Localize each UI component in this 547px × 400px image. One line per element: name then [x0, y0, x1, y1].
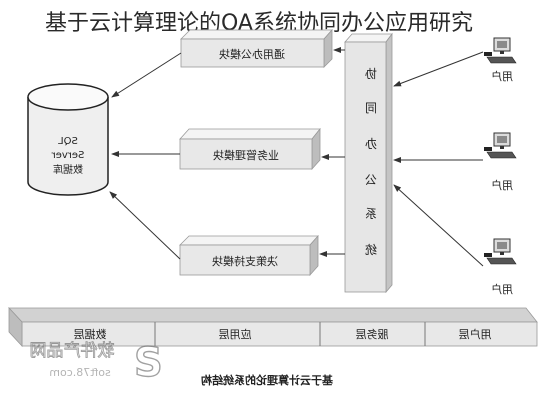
platform-label-char: 办: [365, 136, 377, 151]
platform-label-char: 系: [365, 207, 377, 221]
layer-bar: 数据层 应用层 服务层 用户层: [8, 306, 538, 348]
database-label-line-2: Server: [51, 150, 85, 161]
computer-terminal-icon: [484, 238, 517, 265]
user-label: 用户: [491, 178, 513, 192]
module-box-decision: 决策支持模块: [179, 234, 319, 277]
user-label: 用户: [491, 69, 513, 83]
connector-arrows: [109, 47, 484, 267]
module-label: 业务管理模块: [213, 148, 279, 162]
user-terminal-1: 用户: [484, 37, 517, 83]
platform-label-char: 同: [365, 101, 377, 115]
module-label: 决策支持模块: [212, 254, 278, 268]
arrow-user3-to-platform: [393, 184, 484, 267]
arrow-module1-to-db: [111, 52, 182, 98]
watermark-url: soft78.com: [49, 366, 110, 379]
layer-label-service: 服务层: [356, 328, 389, 341]
arrow-module3-to-db: [109, 191, 181, 260]
platform-label-char: 公: [365, 173, 377, 187]
user-label: 用户: [491, 282, 513, 296]
watermark-logo-icon: S: [134, 340, 163, 386]
platform-bar: 协 同 办 公 系 统: [344, 32, 393, 294]
database-label-line-1: SQL: [58, 136, 78, 147]
database-label-line-3: 数据库: [53, 163, 83, 176]
module-box-general-office: 通用办公模块: [180, 28, 333, 68]
platform-label-char: 统: [365, 243, 377, 257]
computer-terminal-icon: [484, 132, 517, 159]
module-box-business: 业务管理模块: [179, 127, 321, 171]
platform-label-char: 协: [365, 66, 377, 81]
layer-label-application: 应用层: [219, 327, 252, 341]
layer-label-user: 用户层: [459, 327, 492, 341]
watermark-brand: 软件产品网: [30, 341, 115, 361]
database-cylinder-icon: SQL Server 数据库: [27, 83, 109, 196]
module-label: 通用办公模块: [219, 48, 285, 61]
user-terminal-2: 用户: [484, 132, 517, 192]
layer-label-data: 数据层: [74, 327, 107, 341]
user-terminal-3: 用户: [484, 238, 517, 296]
computer-terminal-icon: [484, 37, 517, 64]
figure-caption: 基于云计算理论的系统结构: [201, 373, 334, 387]
watermark: S 软件产品网 soft78.com: [29, 339, 163, 386]
arrow-user1-to-platform: [393, 51, 484, 87]
